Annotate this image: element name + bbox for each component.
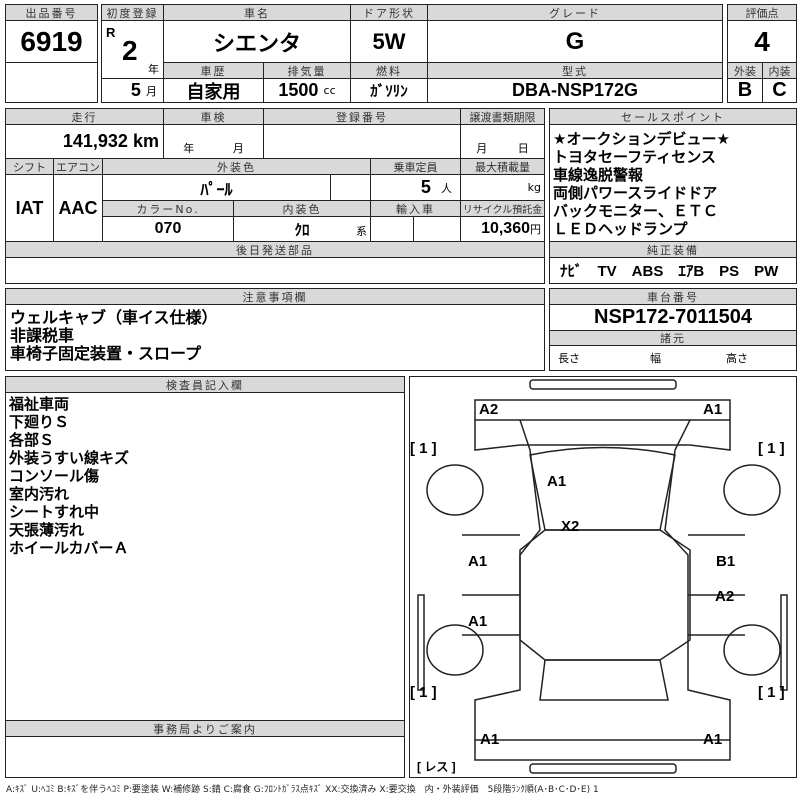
person-unit: 人: [441, 181, 452, 195]
front-bumper: [529, 379, 677, 390]
damage-mark: A1: [703, 401, 722, 418]
damage-mark: A2: [479, 401, 498, 418]
inspector-note: 室内汚れ: [9, 485, 70, 503]
inspector-note: 下廻りＳ: [9, 413, 70, 431]
cc-unit: cc: [323, 84, 336, 97]
door-lines: [462, 534, 745, 636]
inspector-note: 福祉車両: [9, 395, 70, 413]
km-unit: km: [132, 131, 159, 151]
capacity-label: 乗車定員: [370, 158, 461, 175]
int-color-value: ｸﾛ: [294, 221, 310, 239]
month-unit: 月: [232, 142, 244, 155]
inspector-note: 天張薄汚れ: [9, 521, 85, 539]
damage-mark: [ 1 ]: [410, 684, 437, 701]
equipment-value: ﾅﾋﾞ TV ABS ｴｱB PS PW: [549, 257, 797, 284]
color-no-label: カラーNo.: [102, 200, 234, 217]
roof: [519, 529, 691, 661]
damage-mark: A2: [715, 588, 734, 605]
capacity-value: 5: [420, 177, 431, 197]
legend: A:ｷｽﾞ U:ﾍｺﾐ B:ｷｽﾞを伴うﾍｺﾐ P:要塗装 W:補修跡 S:錆 …: [6, 785, 599, 795]
wheel-rr: [723, 624, 781, 676]
front-panel: [474, 399, 731, 421]
damage-mark: A1: [480, 731, 499, 748]
max-load-label: 最大積載量: [460, 158, 545, 175]
body-outline: [474, 419, 731, 740]
damage-mark: X2: [561, 518, 579, 535]
model-value: DBA-NSP172G: [427, 78, 723, 103]
reg-year: 2: [122, 35, 138, 66]
year-unit: 年: [148, 63, 159, 76]
displacement-value: 1500: [278, 80, 319, 100]
score-label: 評価点: [727, 4, 797, 21]
era: R: [106, 25, 116, 40]
mileage-value: 141,932: [62, 131, 128, 151]
office-box: [5, 736, 405, 778]
note: 車椅子固定装置・スロープ: [10, 344, 202, 363]
sale-point: バックモニター、ＥＴＣ: [553, 202, 718, 220]
note: ウェルキャブ（車イス仕様）: [10, 308, 218, 327]
side-step-right: [780, 594, 788, 691]
yen-unit: 円: [530, 223, 541, 236]
month-unit: 月: [146, 84, 157, 98]
damage-mark: A1: [468, 613, 487, 630]
rear-bumper: [529, 763, 677, 774]
import-label: 輸入車: [370, 200, 461, 217]
damage-mark: [ レス ]: [417, 760, 456, 774]
car-diagram-box: [409, 376, 797, 778]
damage-mark: B1: [716, 553, 735, 570]
side-step-left: [417, 594, 425, 691]
inspector-note: 各部Ｓ: [9, 431, 55, 449]
reg-month: 5: [130, 80, 141, 100]
damage-mark: A1: [547, 473, 566, 490]
damage-mark: A1: [703, 731, 722, 748]
inspector-note: ホイールカバーＡ: [9, 539, 129, 557]
rear-window: [539, 659, 669, 701]
wheel-fl: [426, 464, 484, 516]
history-label: 車歴: [163, 62, 264, 79]
sale-point: ＬＥＤヘッドランプ: [553, 220, 688, 238]
inspector-note: シートすれ中: [9, 503, 100, 521]
lot-blank: [5, 62, 98, 103]
wheel-fr: [723, 464, 781, 516]
day-unit: 日: [517, 142, 529, 155]
int-color-unit: 系: [356, 225, 367, 238]
sale-point: 両側パワースライドドア: [553, 184, 718, 202]
inspector-list: 福祉車両 下廻りＳ 各部Ｓ 外装うすい線キズ コンソール傷 室内汚れ シートすれ…: [9, 395, 129, 557]
damage-mark: [ 1 ]: [410, 440, 437, 457]
hood: [474, 420, 731, 451]
sale-point: ★オークションデビュー★: [553, 130, 730, 148]
note: 非課税車: [10, 326, 75, 345]
recycle-value: 10,360: [481, 220, 530, 237]
sale-point: トヨタセーフティセンス: [553, 148, 716, 166]
rear-panel: [474, 739, 731, 761]
spec-width: 幅: [650, 352, 661, 365]
later-parts-value: [5, 257, 545, 284]
sale-points-list: ★オークションデビュー★ トヨタセーフティセンス 車線逸脱警報 両側パワースライ…: [553, 130, 730, 238]
wheel-rl: [426, 624, 484, 676]
damage-mark: [ 1 ]: [758, 684, 785, 701]
inspector-note: コンソール傷: [9, 467, 100, 485]
month-unit: 月: [476, 142, 488, 155]
notes-box: [5, 304, 545, 371]
damage-mark: A1: [468, 553, 487, 570]
year-unit: 年: [183, 142, 195, 155]
specs: 長さ 幅 高さ: [549, 345, 797, 371]
notes-list: ウェルキャブ（車イス仕様） 非課税車 車椅子固定装置・スロープ: [10, 309, 218, 363]
damage-mark: [ 1 ]: [758, 440, 785, 457]
spec-height: 高さ: [726, 352, 748, 365]
transfer-label: 譲渡書類期限: [460, 108, 545, 125]
displacement: 1500 cc: [263, 78, 351, 103]
inspector-note: 外装うすい線キズ: [9, 449, 130, 467]
windshield: [529, 446, 676, 531]
sale-point: 車線逸脱警報: [553, 166, 644, 184]
spec-length: 長さ: [558, 352, 580, 365]
int-grade: C: [762, 78, 797, 103]
